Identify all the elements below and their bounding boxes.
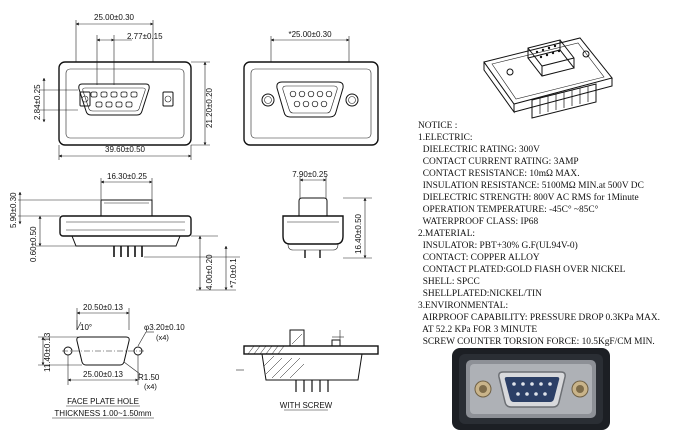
dim-cutout-width: 20.50±0.13 bbox=[83, 303, 124, 312]
dim-top-width: 25.00±0.30 bbox=[94, 13, 135, 22]
front-view-alt: *25.00±0.30 bbox=[243, 30, 379, 146]
dim-flange-thickness: 0.60±0.50 bbox=[29, 226, 38, 262]
dim-side-shell-width: 7.90±0.25 bbox=[292, 170, 328, 179]
dim-right-top-width: *25.00±0.30 bbox=[288, 30, 332, 39]
dim-cutout-height: 11.40±0.13 bbox=[43, 332, 52, 372]
notice-line: SHELLPLATED:NICKEL/TIN bbox=[418, 289, 542, 299]
dim-side-height: 16.40±0.50 bbox=[354, 213, 363, 254]
caption-face-plate-hole: FACE PLATE HOLE bbox=[67, 397, 139, 406]
notice-line: CONTACT PLATED:GOLD FlASH OVER NICKEL bbox=[418, 265, 626, 275]
notice-line: INSULATION RESISTANCE: 5100MΩ MIN.at 500… bbox=[418, 181, 644, 191]
dim-pin-extra: *7.0±0.1 bbox=[229, 258, 238, 288]
front-view: 25.00±0.30 2.77±0.15 2.84±0 bbox=[33, 13, 214, 160]
notice-line: INSULATOR: PBT+30% G.F(UL94V-0) bbox=[418, 240, 578, 251]
side-view: 16.30±0.25 5.90±0.30 0.60±0.50 4.00 bbox=[9, 172, 240, 291]
notice-line: SCREW COUNTER TORSION FORCE: 10.5KgF/CM … bbox=[418, 337, 655, 347]
notice-line: AT 52.2 KPa FOR 3 MINUTE bbox=[418, 325, 537, 335]
notice-line: SHELL: SPCC bbox=[418, 277, 480, 287]
notice-line: CONTACT RESISTANCE: 10mΩ MAX. bbox=[418, 169, 580, 179]
dim-hole-dia: φ3.20±0.10 bbox=[144, 323, 185, 332]
dim-cutout-angle: 10° bbox=[80, 323, 92, 332]
dim-shell-height: 5.90±0.30 bbox=[9, 192, 18, 228]
dim-overall-width: 39.60±0.50 bbox=[105, 145, 146, 154]
notice-block: NOTICE : 1.ELECTRIC: DIELECTRIC RATING: … bbox=[418, 121, 660, 347]
dim-cutout-bottom: 25.00±0.13 bbox=[83, 370, 124, 379]
dim-corner-radius: R1.50 bbox=[138, 373, 160, 382]
notice-line: DIELECTRIC RATING: 300V bbox=[418, 145, 540, 155]
dim-pin-length: 4.00±0.20 bbox=[205, 254, 214, 290]
dim-pin-pitch: 2.77±0.15 bbox=[127, 32, 163, 41]
dim-hole-qty: (x4) bbox=[156, 333, 169, 342]
product-photo bbox=[452, 348, 610, 430]
notice-line: 3.ENVIRONMENTAL: bbox=[418, 301, 508, 311]
notice-line: CONTACT CURRENT RATING: 3AMP bbox=[418, 157, 579, 167]
dim-body-height: 21.20±0.20 bbox=[205, 87, 214, 128]
caption-thickness: THICKNESS 1.00~1.50mm bbox=[54, 409, 151, 418]
isometric-view bbox=[483, 37, 613, 119]
dim-shell-width: 16.30±0.25 bbox=[107, 172, 148, 181]
section-with-screw-view: WITH SCREW bbox=[236, 329, 379, 411]
notice-line: OPERATION TEMPERATURE: -45C° ~85C° bbox=[418, 204, 599, 215]
face-plate-hole-view: 20.50±0.13 10° φ3.20±0.10 (x4) 11.40±0.1… bbox=[38, 303, 185, 419]
notice-line: 1.ELECTRIC: bbox=[418, 133, 472, 143]
end-view: 7.90±0.25 16.40±0.50 bbox=[282, 170, 372, 259]
notice-line: DIELECTRIC STRENGTH: 800V AC RMS for 1Mi… bbox=[418, 192, 639, 203]
caption-with-screw: WITH SCREW bbox=[280, 401, 333, 410]
notice-title: NOTICE : bbox=[418, 121, 457, 131]
dim-corner-qty: (x4) bbox=[144, 382, 157, 391]
notice-line: 2.MATERIAL: bbox=[418, 229, 475, 239]
notice-line: WATERPROOF CLASS: IP68 bbox=[418, 217, 538, 227]
notice-line: AIRPROOF CAPABILITY: PRESSURE DROP 0.3KP… bbox=[418, 313, 660, 323]
notice-line: CONTACT: COPPER ALLOY bbox=[418, 253, 540, 263]
dim-left-height: 2.84±0.25 bbox=[33, 84, 42, 120]
